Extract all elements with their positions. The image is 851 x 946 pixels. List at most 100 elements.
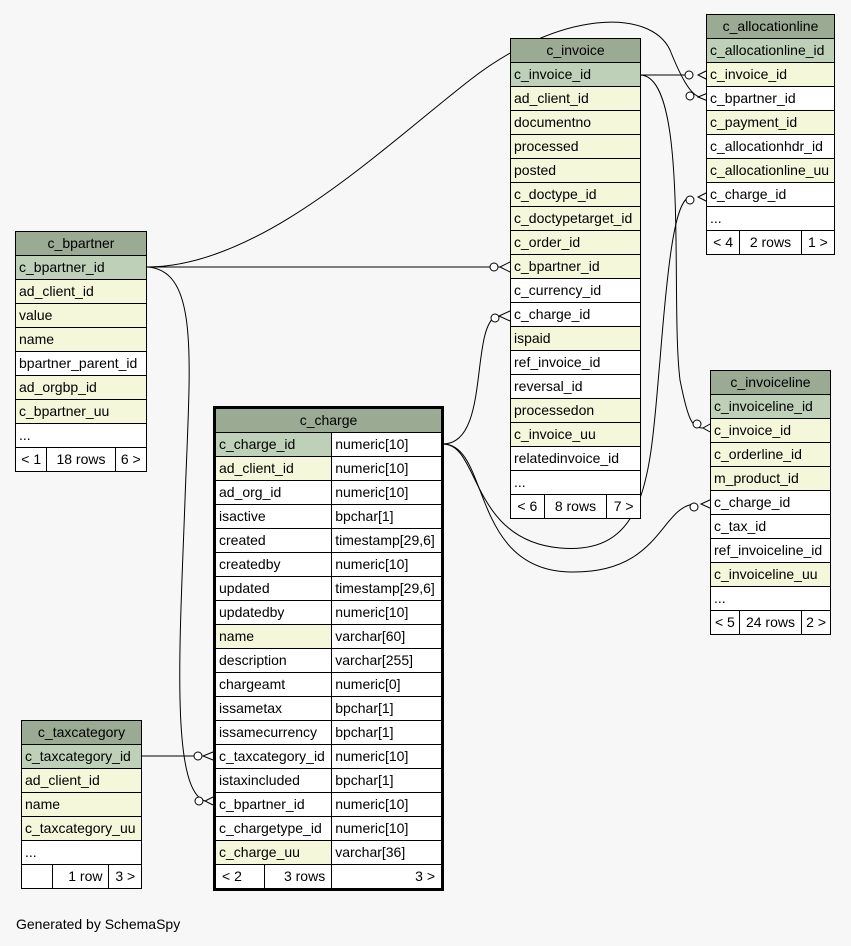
column-cell[interactable]: c_payment_id	[706, 110, 835, 135]
children-link[interactable]: 2 >	[801, 610, 831, 635]
column-cell[interactable]: c_allocationline_uu	[706, 158, 835, 183]
column-name[interactable]: updated	[213, 576, 333, 601]
column-name[interactable]: c_bpartner_id	[213, 792, 333, 817]
column-cell[interactable]: processedon	[510, 398, 641, 423]
column-cell[interactable]: posted	[510, 158, 641, 183]
column-type: numeric[10]	[331, 432, 443, 457]
column-cell[interactable]: c_bpartner_id	[706, 86, 835, 111]
column-name[interactable]: istaxincluded	[213, 768, 333, 793]
column-type: numeric[10]	[331, 480, 443, 505]
children-link[interactable]: 1 >	[800, 230, 836, 255]
edge-invoice-invoiceline	[639, 74, 704, 429]
more-columns[interactable]: ...	[15, 423, 147, 448]
table-title[interactable]: c_invoiceline	[710, 370, 831, 395]
column-cell[interactable]: relatedinvoice_id	[510, 446, 641, 471]
column-cell[interactable]: c_allocationline_id	[706, 38, 835, 63]
column-cell[interactable]: c_taxcategory_id	[21, 744, 142, 769]
column-cell[interactable]: ref_invoice_id	[510, 350, 641, 375]
parents-link[interactable]: < 1	[14, 447, 48, 472]
column-cell[interactable]: c_bpartner_id	[510, 254, 641, 279]
column-cell[interactable]: ad_client_id	[510, 86, 641, 111]
column-name[interactable]: c_chargetype_id	[213, 816, 333, 841]
more-columns[interactable]: ...	[510, 470, 641, 495]
column-cell[interactable]: bpartner_parent_id	[15, 351, 147, 376]
more-columns[interactable]: ...	[706, 206, 835, 231]
column-name[interactable]: name	[213, 624, 333, 649]
row-count: 8 rows	[543, 494, 608, 519]
row-count: 24 rows	[738, 610, 803, 635]
column-cell[interactable]: ad_orgbp_id	[15, 375, 147, 400]
column-cell[interactable]: value	[15, 303, 147, 328]
column-name[interactable]: isactive	[213, 504, 333, 529]
table-title[interactable]: c_allocationline	[706, 14, 835, 39]
column-name[interactable]: ad_org_id	[213, 480, 333, 505]
table-title[interactable]: c_invoice	[510, 38, 641, 63]
column-cell[interactable]: processed	[510, 134, 641, 159]
column-cell[interactable]: c_orderline_id	[710, 442, 831, 467]
table-title[interactable]: c_bpartner	[15, 231, 147, 256]
table-c-taxcategory: c_taxcategory c_taxcategory_id ad_client…	[21, 720, 142, 889]
column-cell[interactable]: c_bpartner_uu	[15, 399, 147, 424]
row-count: 18 rows	[46, 447, 116, 472]
column-name[interactable]: ad_client_id	[213, 456, 333, 481]
column-cell[interactable]: c_doctype_id	[510, 182, 641, 207]
column-cell[interactable]: c_charge_id	[706, 182, 835, 207]
column-cell[interactable]: c_invoice_id	[706, 62, 835, 87]
column-type: numeric[10]	[331, 600, 443, 625]
more-columns[interactable]: ...	[710, 586, 831, 611]
column-cell[interactable]: ref_invoiceline_id	[710, 538, 831, 563]
column-cell[interactable]: c_bpartner_id	[15, 255, 147, 280]
column-cell[interactable]: ad_client_id	[21, 768, 142, 793]
column-name[interactable]: c_charge_uu	[213, 840, 333, 865]
column-cell[interactable]: documentno	[510, 110, 641, 135]
column-name[interactable]: updatedby	[213, 600, 333, 625]
column-cell[interactable]: c_charge_id	[710, 490, 831, 515]
column-cell[interactable]: ad_client_id	[15, 279, 147, 304]
parents-link[interactable]: < 6	[510, 494, 545, 519]
column-cell[interactable]: c_currency_id	[510, 278, 641, 303]
more-columns[interactable]: ...	[21, 840, 142, 865]
column-cell[interactable]: name	[21, 792, 142, 817]
column-cell[interactable]: c_allocationhdr_id	[706, 134, 835, 159]
column-type: bpchar[1]	[331, 504, 443, 529]
children-link[interactable]: 3 >	[108, 864, 142, 889]
column-name[interactable]: issamecurrency	[213, 720, 333, 745]
column-cell[interactable]: name	[15, 327, 147, 352]
column-name[interactable]: created	[213, 528, 333, 553]
column-name[interactable]: issametax	[213, 696, 333, 721]
column-name[interactable]: description	[213, 648, 333, 673]
column-cell[interactable]: c_invoice_id	[710, 418, 831, 443]
edge-bpartner-charge	[146, 266, 206, 802]
parents-link[interactable]: < 5	[710, 610, 740, 635]
edge-bpartner-allocationline	[146, 21, 701, 268]
column-type: bpchar[1]	[331, 696, 443, 721]
parents-link[interactable]: < 4	[705, 230, 741, 255]
column-type: bpchar[1]	[331, 768, 443, 793]
column-cell[interactable]: m_product_id	[710, 466, 831, 491]
children-link[interactable]: 6 >	[114, 447, 148, 472]
column-cell[interactable]: c_order_id	[510, 230, 641, 255]
table-c-bpartner: c_bpartner c_bpartner_id ad_client_id va…	[14, 231, 148, 472]
parents-link[interactable]: < 2	[216, 865, 265, 888]
edge-charge-invoiceline	[442, 443, 695, 573]
column-cell[interactable]: c_taxcategory_uu	[21, 816, 142, 841]
column-name[interactable]: c_taxcategory_id	[213, 744, 333, 769]
column-cell[interactable]: c_invoice_uu	[510, 422, 641, 447]
table-title[interactable]: c_taxcategory	[21, 720, 142, 745]
table-c-allocationline: c_allocationline c_allocationline_id c_i…	[705, 14, 836, 255]
column-cell[interactable]: ispaid	[510, 326, 641, 351]
column-cell[interactable]: c_tax_id	[710, 514, 831, 539]
column-cell[interactable]: c_invoiceline_id	[710, 394, 831, 419]
column-cell[interactable]: reversal_id	[510, 374, 641, 399]
children-link[interactable]: 7 >	[606, 494, 641, 519]
column-name[interactable]: c_charge_id	[213, 432, 333, 457]
column-cell[interactable]: c_charge_id	[510, 302, 641, 327]
table-title[interactable]: c_charge	[214, 407, 443, 433]
column-name[interactable]: chargeamt	[213, 672, 333, 697]
children-link[interactable]: 3 >	[331, 864, 443, 890]
column-cell[interactable]: c_invoice_id	[510, 62, 641, 87]
column-cell[interactable]: c_doctypetarget_id	[510, 206, 641, 231]
column-cell[interactable]: c_invoiceline_uu	[710, 562, 831, 587]
column-name[interactable]: createdby	[213, 552, 333, 577]
